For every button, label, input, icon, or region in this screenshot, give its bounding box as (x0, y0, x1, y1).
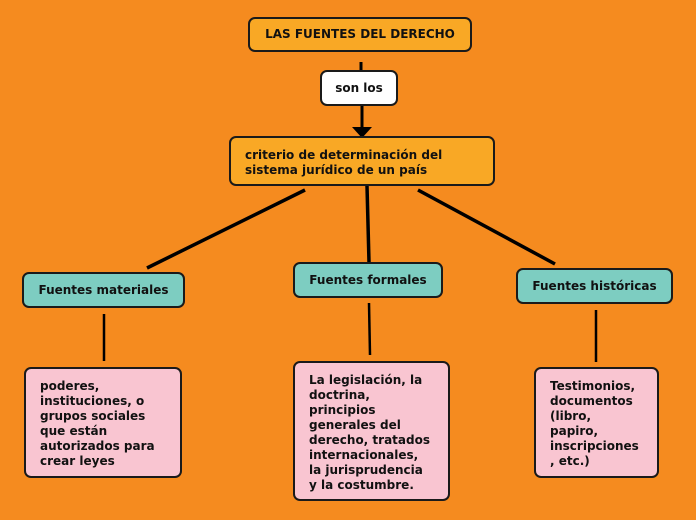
category-label: Fuentes materiales (38, 282, 169, 297)
description-text: poderes, instituciones, o grupos sociale… (40, 379, 155, 468)
main-concept-node[interactable]: criterio de determinación del sistema ju… (229, 136, 495, 186)
description-node-materiales[interactable]: poderes, instituciones, o grupos sociale… (24, 367, 182, 478)
edge-formales-to-desc (367, 302, 372, 356)
category-node-historicas[interactable]: Fuentes históricas (516, 268, 673, 304)
category-node-formales[interactable]: Fuentes formales (293, 262, 443, 298)
main-concept-text: criterio de determinación del sistema ju… (245, 148, 443, 177)
category-node-materiales[interactable]: Fuentes materiales (22, 272, 185, 308)
arrowhead-icon (352, 127, 372, 138)
description-node-historicas[interactable]: Testimonios, documentos (libro, papiro, … (534, 367, 659, 478)
root-title: LAS FUENTES DEL DERECHO (265, 27, 455, 41)
description-node-formales[interactable]: La legislación, la doctrina, principios … (293, 361, 450, 501)
description-text: La legislación, la doctrina, principios … (309, 373, 430, 492)
description-text: Testimonios, documentos (libro, papiro, … (550, 379, 639, 468)
category-label: Fuentes históricas (532, 278, 657, 293)
linking-phrase: son los (335, 80, 383, 95)
edge-main-to-formales (365, 185, 371, 263)
edge-main-to-materiales (146, 188, 306, 270)
edge-main-to-historicas (417, 188, 556, 266)
linking-phrase-node[interactable]: son los (320, 70, 398, 106)
root-node[interactable]: LAS FUENTES DEL DERECHO (248, 17, 472, 52)
category-label: Fuentes formales (309, 272, 427, 287)
